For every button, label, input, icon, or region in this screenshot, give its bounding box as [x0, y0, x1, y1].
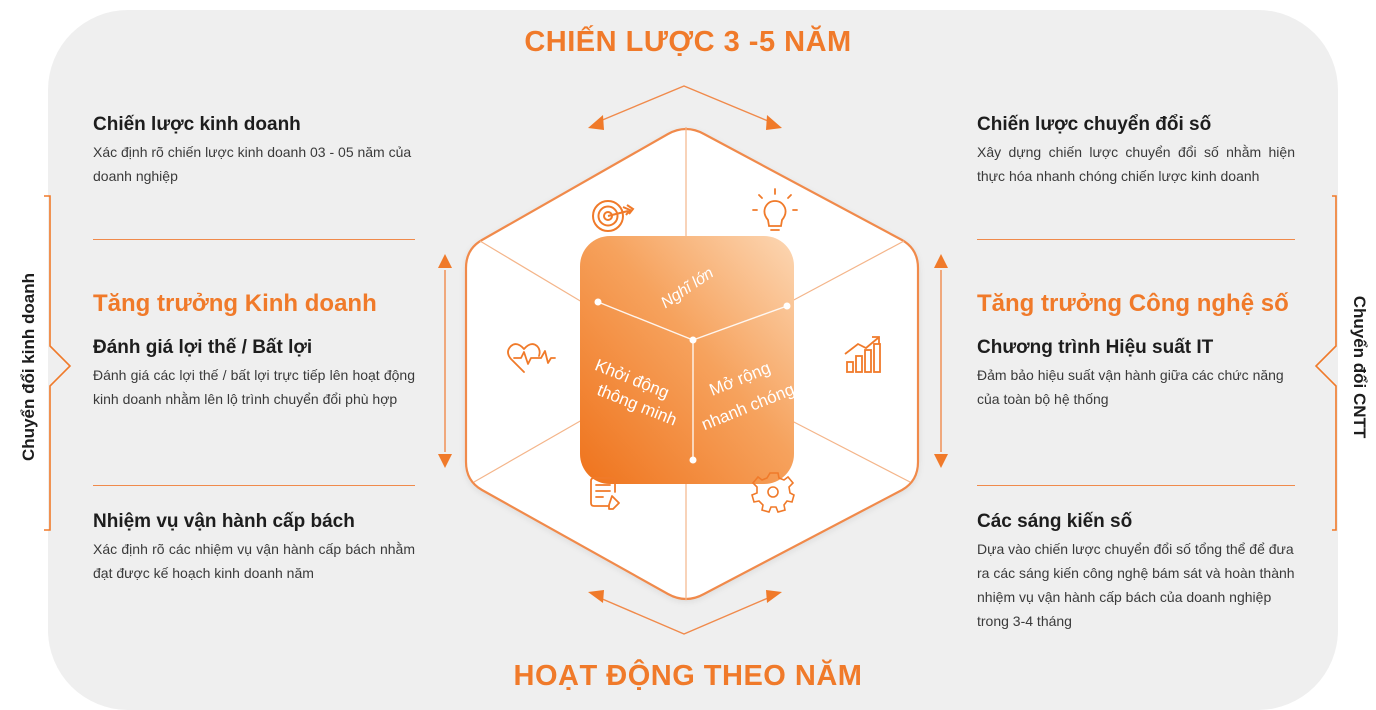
left-strategy-desc: Xác định rõ chiến lược kinh doanh 03 - 0… [93, 144, 412, 184]
top-title: CHIẾN LƯỢC 3 -5 NĂM [524, 26, 852, 58]
hex-dividers [473, 127, 911, 600]
left-assessment-block: Đánh giá lợi thế / Bất lợi Đánh giá các … [93, 337, 415, 411]
document-edit-icon [590, 477, 620, 510]
right-program-desc: Đảm bảo hiệu suất vận hành giữa các chức… [977, 367, 1284, 407]
left-divider-bottom [93, 485, 415, 486]
left-strategy-title: Chiến lược kinh doanh [93, 114, 301, 135]
right-bracket [1314, 195, 1337, 531]
right-initiatives-title: Các sáng kiến số [977, 511, 1133, 532]
gear-icon [751, 472, 795, 513]
bottom-double-arrow [588, 590, 782, 635]
right-divider-top [977, 239, 1295, 240]
right-strategy-title: Chiến lược chuyển đổi số [977, 114, 1212, 135]
top-double-arrow [588, 85, 782, 130]
right-divider-bottom [977, 485, 1295, 486]
left-assessment-desc: Đánh giá các lợi thế / bất lợi trực tiếp… [93, 367, 415, 407]
right-vertical-arrow [934, 254, 948, 468]
cube [580, 236, 794, 484]
right-section-title: Tăng trưởng Công nghệ số [977, 290, 1289, 317]
left-tasks-desc: Xác định rõ các nhiệm vụ vận hành cấp bá… [93, 541, 415, 581]
right-initiatives-block: Các sáng kiến số Dựa vào chiến lược chuy… [977, 511, 1295, 633]
right-strategy-block: Chiến lược chuyển đổi số Xây dựng chiến … [977, 114, 1295, 188]
growth-chart-icon [844, 336, 881, 373]
left-section-title: Tăng trưởng Kinh doanh [93, 290, 377, 317]
left-tasks-title: Nhiệm vụ vận hành cấp bách [93, 511, 355, 532]
right-initiatives-desc: Dựa vào chiến lược chuyển đổi số tổng th… [977, 541, 1295, 629]
right-program-title: Chương trình Hiệu suất IT [977, 337, 1214, 358]
left-tasks-block: Nhiệm vụ vận hành cấp bách Xác định rõ c… [93, 511, 415, 585]
left-assessment-title: Đánh giá lợi thế / Bất lợi [93, 337, 313, 358]
left-vertical-arrow [438, 254, 452, 468]
left-bracket [44, 195, 72, 531]
right-strategy-desc: Xây dựng chiến lược chuyển đổi số nhằm h… [977, 144, 1295, 184]
bottom-title: HOẠT ĐỘNG THEO NĂM [513, 660, 863, 692]
left-strategy-block: Chiến lược kinh doanh Xác định rõ chiến … [93, 114, 423, 188]
left-divider-top [93, 239, 415, 240]
heart-pulse-icon [507, 343, 556, 373]
target-icon [592, 200, 635, 232]
lightbulb-icon [752, 188, 798, 231]
right-program-block: Chương trình Hiệu suất IT Đảm bảo hiệu s… [977, 337, 1295, 411]
